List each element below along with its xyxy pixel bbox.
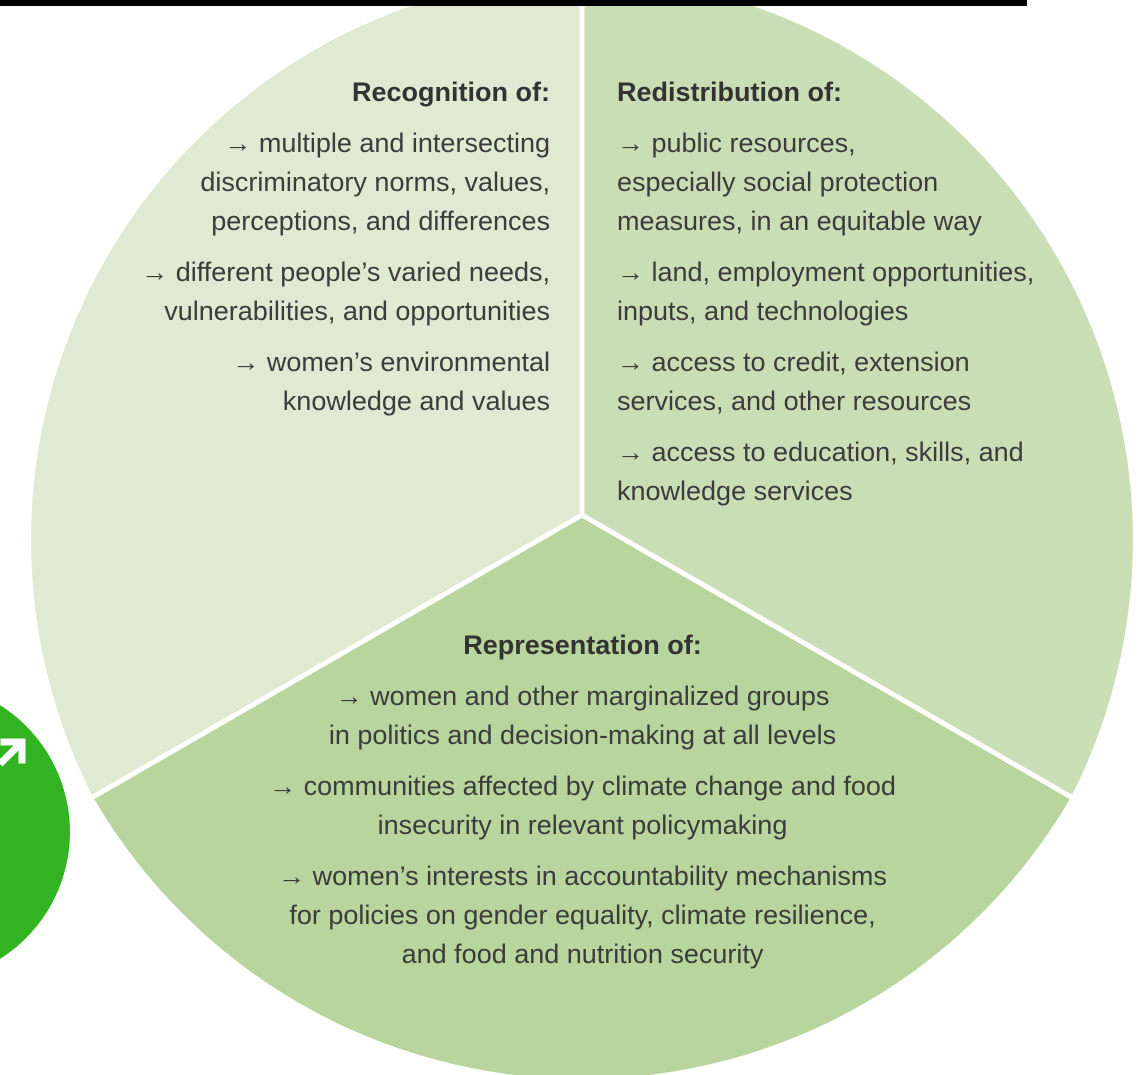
representation-item-line: → communities affected by climate change… [269,771,896,801]
representation-item: → women and other marginalized groups in… [180,677,985,755]
redistribution-item-line: especially social protection [617,167,939,197]
redistribution-item-line: → access to education, skills, and [617,437,1024,467]
representation-item-line: and food and nutrition security [401,939,764,969]
representation-item-line: in politics and decision-making at all l… [328,720,837,750]
arrow-badge-icon [0,705,70,959]
redistribution-item-line: → land, employment opportunities, [617,257,1035,287]
recognition-item-line: → women’s environmental [232,347,550,377]
recognition-item-line: vulnerabilities, and opportunities [164,296,550,326]
divider-right [580,512,1073,800]
recognition-item: → women’s environmental knowledge and va… [90,343,550,421]
recognition-sector [31,0,582,797]
representation-item: → women’s interests in accountability me… [180,857,985,974]
recognition-item-line: discriminatory norms, values, [200,167,550,197]
recognition-item-line: knowledge and values [282,386,550,416]
recognition-heading: Recognition of: [352,77,550,107]
recognition-item-line: → different people’s varied needs, [141,257,550,287]
recognition-block: Recognition of: → multiple and intersect… [90,73,550,433]
divider-left [91,512,584,800]
redistribution-item-line: → public resources, [617,128,856,158]
redistribution-sector [582,0,1133,797]
redistribution-item-line: services, and other resources [617,386,972,416]
redistribution-item: → access to education, skills, and knowl… [617,433,1117,511]
redistribution-item-line: knowledge services [617,476,853,506]
recognition-item-line: perceptions, and differences [211,206,550,236]
representation-item: → communities affected by climate change… [180,767,985,845]
representation-item-line: → women’s interests in accountability me… [278,861,887,891]
representation-item-line: → women and other marginalized groups [335,681,830,711]
redistribution-item: → public resources, especially social pr… [617,124,1117,241]
representation-heading: Representation of: [463,630,702,660]
redistribution-item-line: → access to credit, extension [617,347,970,377]
recognition-item-line: → multiple and intersecting [224,128,550,158]
representation-block: Representation of: → women and other mar… [180,626,985,986]
representation-sector [93,515,1071,1075]
recognition-item: → multiple and intersecting discriminato… [90,124,550,241]
representation-item-line: insecurity in relevant policymaking [377,810,788,840]
redistribution-item: → access to credit, extension services, … [617,343,1117,421]
representation-item-line: for policies on gender equality, climate… [289,900,876,930]
redistribution-item-line: inputs, and technologies [617,296,909,326]
redistribution-block: Redistribution of: → public resources, e… [617,73,1117,523]
recognition-item: → different people’s varied needs, vulne… [90,253,550,331]
top-border [0,0,1027,6]
redistribution-item: → land, employment opportunities, inputs… [617,253,1117,331]
redistribution-heading: Redistribution of: [617,77,842,107]
redistribution-item-line: measures, in an equitable way [617,206,982,236]
